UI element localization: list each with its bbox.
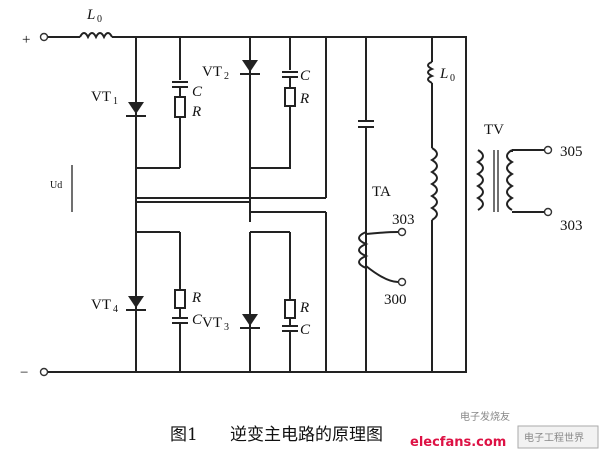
output-inductor-coil xyxy=(427,61,435,84)
vt3-symbol xyxy=(242,314,258,326)
snubber4-c-label: C xyxy=(192,312,203,328)
vt1-label: VT xyxy=(91,89,111,105)
snubber2-resistor xyxy=(284,87,296,107)
tv-secondary xyxy=(506,149,514,211)
watermark-corner: 电子工程世界 xyxy=(524,431,584,444)
snubber1-r-label: R xyxy=(191,104,201,120)
input-inductor-label: L xyxy=(86,7,95,23)
tv-terminal-303 xyxy=(543,207,553,217)
tv-label: TV xyxy=(484,122,504,138)
ta-terminal-300 xyxy=(397,277,407,287)
plus-terminal xyxy=(39,32,49,42)
ta-label: TA xyxy=(372,184,391,200)
ta-coil xyxy=(358,231,369,269)
minus-terminal-label: − xyxy=(20,365,28,381)
vt2-symbol xyxy=(242,60,258,72)
vt1-symbol xyxy=(128,102,144,114)
ta-terminal-303-label: 303 xyxy=(392,212,415,228)
snubber3-resistor xyxy=(284,299,296,319)
watermark-corner-logo xyxy=(517,425,599,449)
snubber1-resistor xyxy=(174,96,186,118)
svg-text:4: 4 xyxy=(113,304,118,315)
svg-text:2: 2 xyxy=(224,71,229,82)
watermark-cn: 电子发烧友 xyxy=(460,410,510,423)
vt4-symbol xyxy=(128,296,144,308)
load-frame xyxy=(326,36,467,373)
tv-terminal-305-label: 305 xyxy=(560,144,583,160)
snubber4-resistor xyxy=(174,289,186,309)
input-inductor-coil xyxy=(79,32,113,40)
dc-voltage-label: Ud xyxy=(50,180,62,191)
figure-number: 图1 xyxy=(170,425,198,445)
svg-text:1: 1 xyxy=(113,96,118,107)
vt2-label: VT xyxy=(202,64,222,80)
tv-terminal-305 xyxy=(543,145,553,155)
snubber2-c-label: C xyxy=(300,68,311,84)
snubber2-r-label: R xyxy=(299,91,309,107)
input-inductor-sub: 0 xyxy=(97,14,102,25)
figure-caption: 逆变主电路的原理图 xyxy=(230,425,383,445)
vt4-label: VT xyxy=(91,297,111,313)
minus-terminal xyxy=(39,367,49,377)
snubber4-r-label: R xyxy=(191,290,201,306)
svg-text:0: 0 xyxy=(450,73,455,84)
plus-terminal-label: + xyxy=(22,32,30,48)
tv-terminal-303-label: 303 xyxy=(560,218,583,234)
snubber3-r-label: R xyxy=(299,300,309,316)
ta-terminal-300-label: 300 xyxy=(384,292,407,308)
svg-text:3: 3 xyxy=(224,322,229,333)
snubber1-c-label: C xyxy=(192,84,203,100)
output-inductor-label: L xyxy=(439,66,448,82)
vt3-label: VT xyxy=(202,315,222,331)
tv-primary xyxy=(476,149,484,211)
load-coil xyxy=(430,147,438,221)
snubber3-c-label: C xyxy=(300,322,311,338)
ta-terminal-303 xyxy=(397,227,407,237)
watermark-site: elecfans.com xyxy=(410,435,506,450)
